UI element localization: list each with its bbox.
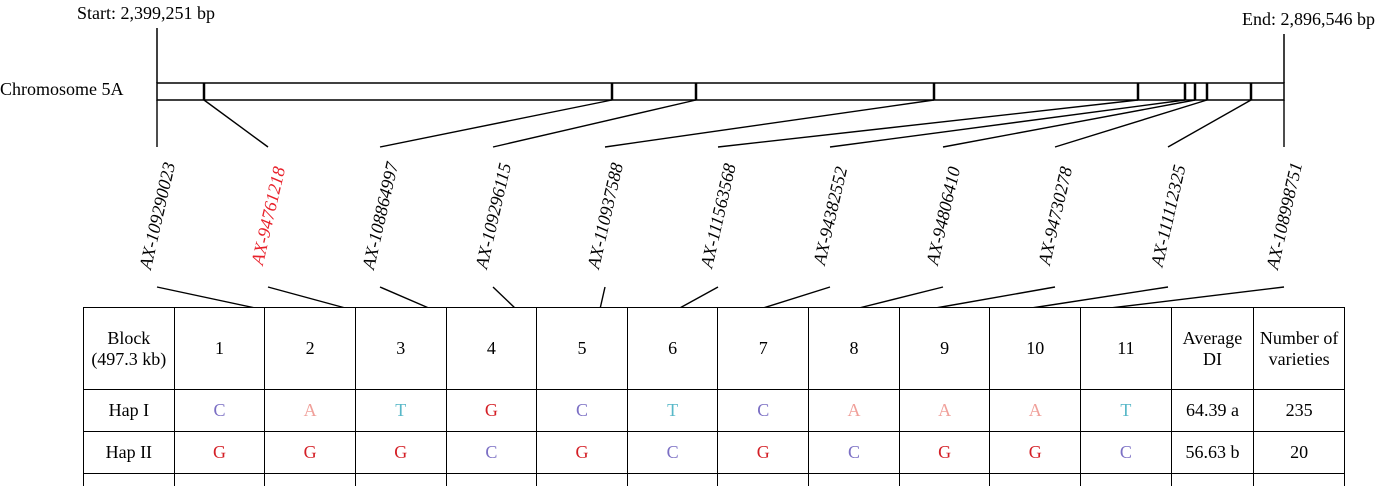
- block-number-cell: 1: [174, 308, 265, 390]
- block-size: (497.3 kb): [91, 349, 166, 369]
- block-header: Block: [107, 328, 150, 348]
- allele-cell: C: [627, 432, 718, 474]
- block-number-cell: 10: [990, 308, 1081, 390]
- upper-connector-line: [1168, 100, 1251, 147]
- average-di-value: 64.39 a: [1171, 390, 1254, 432]
- allele-cell: C: [537, 390, 628, 432]
- lower-connector-line: [760, 287, 830, 309]
- lower-connector-line: [930, 287, 1055, 309]
- variety-count: 235: [1254, 390, 1345, 432]
- haplotype-name: Hap II: [84, 432, 175, 474]
- marker-label: AX-94730278: [1034, 165, 1076, 268]
- marker-label: AX-109290023: [135, 160, 179, 272]
- number-of-varieties-header: Number of varieties: [1254, 308, 1345, 390]
- block-number-cell: 4: [446, 308, 537, 390]
- lower-connector-line: [380, 287, 431, 309]
- upper-connector-line: [204, 100, 268, 147]
- allele-cell: C: [1081, 432, 1172, 474]
- block-number-cell: 7: [718, 308, 809, 390]
- allele-cell: A: [265, 390, 356, 432]
- marker-label: AX-108864997: [358, 159, 402, 272]
- block-number-cell: 3: [355, 308, 446, 390]
- allele-cell: C: [809, 432, 900, 474]
- marker-label: AX-109296115: [471, 161, 515, 271]
- lower-connector-line: [268, 287, 349, 309]
- block-number-cell: 6: [627, 308, 718, 390]
- allele-cell: G: [355, 432, 446, 474]
- block-number-cell: 8: [809, 308, 900, 390]
- allele-cell: A: [899, 390, 990, 432]
- allele-cell: G: [537, 432, 628, 474]
- marker-label: AX-94806410: [922, 165, 964, 268]
- lower-connector-line: [1102, 287, 1284, 309]
- block-number-cell: 9: [899, 308, 990, 390]
- upper-connector-line: [380, 100, 612, 147]
- allele-cell: G: [446, 390, 537, 432]
- allele-cell: T: [627, 390, 718, 432]
- allele-cell: A: [990, 390, 1081, 432]
- block-number-cell: 5: [537, 308, 628, 390]
- marker-labels: AX-109290023 AX-94761218 AX-108864997 AX-10…: [135, 159, 1306, 272]
- allele-cell: C: [446, 432, 537, 474]
- marker-label: AX-111563568: [696, 162, 740, 271]
- allele-cell: C: [718, 390, 809, 432]
- lower-connector-line: [678, 287, 718, 309]
- lower-connector-line: [600, 287, 605, 309]
- allele-cell: G: [990, 432, 1081, 474]
- marker-label: AX-110937588: [583, 161, 627, 271]
- allele-cell: A: [809, 390, 900, 432]
- block-number-cell: 11: [1081, 308, 1172, 390]
- chromosome-bar: [157, 83, 1284, 100]
- allele-cell: G: [899, 432, 990, 474]
- allele-cell: T: [355, 390, 446, 432]
- lower-connector-line: [1025, 287, 1168, 309]
- end-label: End: 2,896,546 bp: [1242, 9, 1375, 29]
- allele-cell: G: [265, 432, 356, 474]
- upper-connector-line: [493, 100, 696, 147]
- block-header-cell: Block(497.3 kb): [84, 308, 175, 390]
- marker-label: AX-111112325: [1147, 163, 1190, 269]
- allele-cell: T: [1081, 390, 1172, 432]
- chromosome-name: Chromosome 5A: [0, 79, 124, 99]
- average-di-value: 56.63 b: [1171, 432, 1254, 474]
- marker-label: AX-94382552: [809, 165, 851, 268]
- haplotype-name: Hap I: [84, 390, 175, 432]
- allele-cell: G: [718, 432, 809, 474]
- allele-cell: G: [174, 432, 265, 474]
- lower-connector-line: [855, 287, 943, 309]
- block-number-cell: 2: [265, 308, 356, 390]
- lower-connector-line: [157, 287, 260, 309]
- upper-connector-line: [718, 100, 1138, 147]
- variety-count: 20: [1254, 432, 1345, 474]
- marker-label: AX-94761218: [247, 165, 289, 268]
- start-label: Start: 2,399,251 bp: [77, 3, 215, 23]
- average-di-header: Average DI: [1171, 308, 1254, 390]
- marker-label: AX-108998751: [1262, 160, 1306, 272]
- allele-cell: C: [174, 390, 265, 432]
- lower-connector-line: [493, 287, 516, 309]
